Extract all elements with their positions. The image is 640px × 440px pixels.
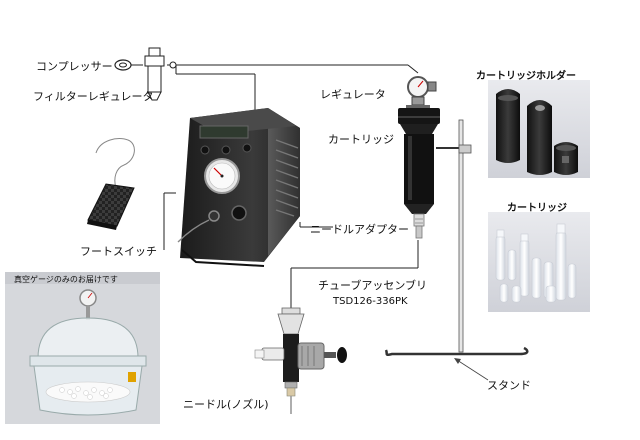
foot-switch-label: フートスイッチ [80,245,157,258]
tube-part-number: TSD126-336PK [333,296,408,307]
vacuum-desiccator-photo [5,272,160,424]
tube-assembly-label: チューブアッセンブリ [318,279,428,292]
needle-adapter-label: ニードルアダプター [310,223,409,236]
cartridge-right-label: カートリッジ [507,203,567,214]
cartridge-photo [488,212,590,312]
adjust-knob [231,205,247,221]
stand-label: スタンド [487,379,531,392]
compressor-icon [114,59,132,71]
output-port [208,210,220,222]
stand-icon [384,119,529,357]
filter-regulator-icon [144,47,177,101]
compressor-label: コンプレッサー [36,60,113,73]
connection-lines [131,64,419,308]
regulator-gauge-icon [407,76,437,106]
cartridge-holder-label: カートリッジホルダー [476,71,576,82]
stand-pointer [456,359,489,381]
vacuum-note-label: 真空ゲージのみのお届けです [14,275,118,284]
controller-display [199,125,249,139]
dispenser-controller [177,108,300,267]
pressure-gauge-icon [204,158,240,194]
foot-switch-icon [87,138,135,230]
regulator-label: レギュレータ [320,88,386,101]
filter-regulator-label: フィルターレギュレータ [33,90,154,103]
needle-assembly-icon [254,307,347,414]
cartridge-holder-photo [488,80,590,178]
cartridge-barrel [398,105,440,239]
cartridge-main-label: カートリッジ [328,133,394,146]
needle-label: ニードル(ノズル) [183,398,269,411]
